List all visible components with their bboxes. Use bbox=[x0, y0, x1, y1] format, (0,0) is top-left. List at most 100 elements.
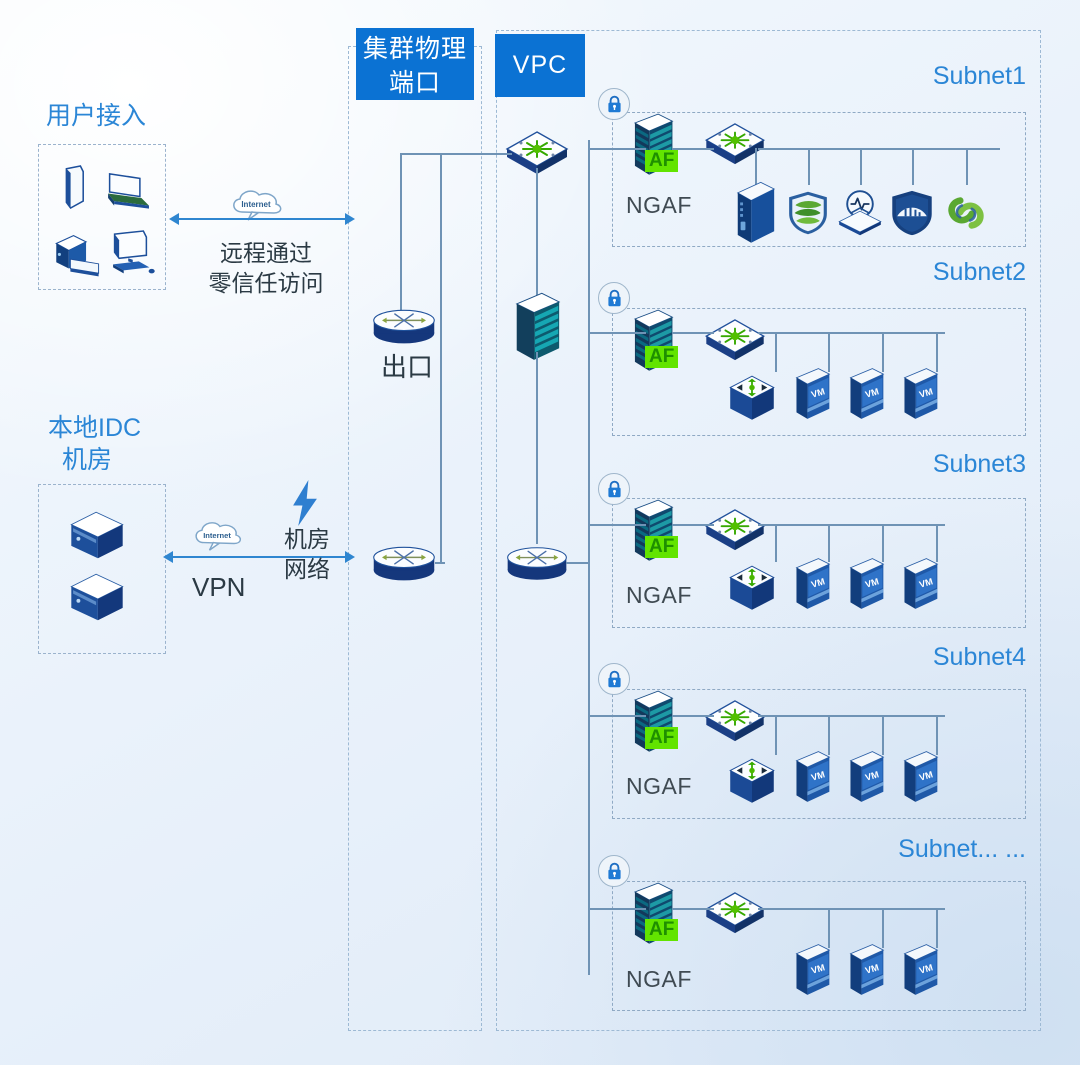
svg-text:Internet: Internet bbox=[241, 200, 271, 209]
user-access-box bbox=[38, 144, 166, 290]
vpc-header-label: VPC bbox=[512, 51, 568, 79]
lock-icon bbox=[598, 855, 630, 887]
node-stub-5-3 bbox=[936, 908, 938, 948]
ngaf-label-5: NGAF bbox=[626, 966, 692, 992]
idc-vpn-arrow bbox=[163, 551, 355, 563]
subnet-label-1: Subnet1 bbox=[932, 62, 1026, 90]
link-cluster-to-vpc-core bbox=[470, 153, 512, 155]
subnet-label-2: Subnet2 bbox=[932, 258, 1026, 286]
node-stub-4-2 bbox=[828, 715, 830, 755]
security-shield-green-icon-1-2 bbox=[786, 189, 830, 242]
link-firewall-to-switch-3 bbox=[672, 524, 714, 526]
cluster-physical-port-header: 集群物理 端口 bbox=[356, 28, 474, 100]
node-stub-3-1 bbox=[775, 524, 777, 562]
cluster-inner-router-icon bbox=[371, 540, 437, 589]
node-stub-3-2 bbox=[828, 524, 830, 562]
internet-cloud-idc: Internet bbox=[190, 518, 246, 557]
vm-icon-2-2 bbox=[791, 366, 833, 431]
cluster-physical-port-zone bbox=[348, 46, 482, 1031]
node-stub-1-2 bbox=[808, 148, 810, 185]
subnet-switch-icon-5 bbox=[704, 891, 766, 940]
node-stub-5-2 bbox=[882, 908, 884, 948]
virtual-switch-icon-2-1 bbox=[727, 372, 777, 429]
vpc-router-icon bbox=[505, 540, 569, 589]
link-trunk-to-firewall-5 bbox=[588, 908, 646, 910]
cluster-header-line1: 集群物理 bbox=[362, 35, 467, 63]
lock-icon bbox=[598, 473, 630, 505]
subnet-switch-icon-2 bbox=[704, 318, 766, 367]
ngaf-label-1: NGAF bbox=[626, 192, 692, 218]
lock-icon bbox=[598, 88, 630, 120]
node-stub-1-3 bbox=[860, 148, 862, 185]
virtual-switch-icon-3-1 bbox=[727, 562, 777, 619]
link-service-icon-1-5 bbox=[942, 189, 990, 242]
vpc-header: VPC bbox=[495, 34, 585, 97]
monitoring-node-icon-1-3 bbox=[836, 187, 884, 242]
node-stub-4-3 bbox=[882, 715, 884, 755]
user-access-caption: 远程通过 零信任访问 bbox=[196, 238, 336, 298]
af-badge-3: AF bbox=[645, 536, 679, 558]
link-cluster-router-h bbox=[435, 562, 445, 564]
link-trunk-to-firewall-1 bbox=[588, 148, 646, 150]
cluster-header-line2: 端口 bbox=[388, 69, 441, 97]
link-trunk-to-firewall-4 bbox=[588, 715, 646, 717]
egress-router-icon bbox=[371, 303, 437, 352]
svg-text:Internet: Internet bbox=[203, 531, 231, 540]
vm-icon-2-4 bbox=[899, 366, 941, 431]
link-trunk-to-firewall-2 bbox=[588, 332, 646, 334]
af-badge-5: AF bbox=[645, 919, 679, 941]
node-stub-5-1 bbox=[828, 908, 830, 948]
node-stub-2-3 bbox=[882, 332, 884, 372]
internet-cloud-user: Internet bbox=[228, 186, 286, 227]
node-stub-1-1 bbox=[755, 148, 757, 185]
vm-icon-4-2 bbox=[791, 749, 833, 814]
vm-icon-2-3 bbox=[845, 366, 887, 431]
idc-title-line2: 机房 bbox=[62, 446, 113, 474]
vm-icon-5-2 bbox=[845, 942, 887, 1007]
idc-title-line1: 本地IDC bbox=[48, 414, 142, 442]
vm-icon-3-4 bbox=[899, 556, 941, 621]
subnet-box-5 bbox=[612, 881, 1026, 1011]
subnet-box-1 bbox=[612, 112, 1026, 247]
server-rack-icon-1 bbox=[66, 508, 128, 571]
ngaf-label-3: NGAF bbox=[626, 582, 692, 608]
node-stub-3-3 bbox=[882, 524, 884, 562]
node-stub-2-4 bbox=[936, 332, 938, 372]
idc-network-caption-line1: 机房 bbox=[284, 526, 330, 552]
subnet-switch-icon-1 bbox=[704, 122, 766, 171]
link-vpc-core-down bbox=[536, 168, 538, 296]
link-vpc-storage-down bbox=[536, 352, 538, 544]
link-firewall-to-switch-2 bbox=[672, 332, 714, 334]
subnet-label-3: Subnet3 bbox=[932, 450, 1026, 478]
subnet-bus-1 bbox=[758, 148, 1000, 150]
security-shield-dark-icon-1-4 bbox=[889, 188, 935, 243]
link-firewall-to-switch-5 bbox=[672, 908, 714, 910]
subnet-box-2 bbox=[612, 308, 1026, 436]
laptop-icon bbox=[96, 170, 152, 219]
node-stub-2-2 bbox=[828, 332, 830, 372]
subnet-label-5: Subnet... ... bbox=[898, 835, 1026, 863]
vm-icon-4-4 bbox=[899, 749, 941, 814]
subnet-bus-2 bbox=[758, 332, 945, 334]
node-stub-1-5 bbox=[966, 148, 968, 185]
subnet-switch-icon-4 bbox=[704, 699, 766, 748]
vpc-zone bbox=[496, 30, 1041, 1031]
idc-vpn-caption: VPN bbox=[192, 572, 246, 602]
subnet-label-4: Subnet4 bbox=[932, 643, 1026, 671]
node-stub-1-4 bbox=[912, 148, 914, 185]
subnet-bus-4 bbox=[758, 715, 945, 717]
virtual-switch-icon-4-1 bbox=[727, 755, 777, 812]
link-firewall-to-switch-4 bbox=[672, 715, 714, 717]
vm-icon-5-3 bbox=[899, 942, 941, 1007]
vm-icon-3-3 bbox=[845, 556, 887, 621]
lock-icon bbox=[598, 663, 630, 695]
vm-icon-5-1 bbox=[791, 942, 833, 1007]
link-firewall-to-switch-1 bbox=[672, 148, 714, 150]
subnet-box-4 bbox=[612, 689, 1026, 819]
ngaf-label-4: NGAF bbox=[626, 773, 692, 799]
subnet-trunk-line bbox=[588, 140, 590, 975]
link-egress-top-v bbox=[400, 153, 402, 313]
subnet-bus-5 bbox=[758, 908, 945, 910]
node-stub-4-1 bbox=[775, 715, 777, 755]
